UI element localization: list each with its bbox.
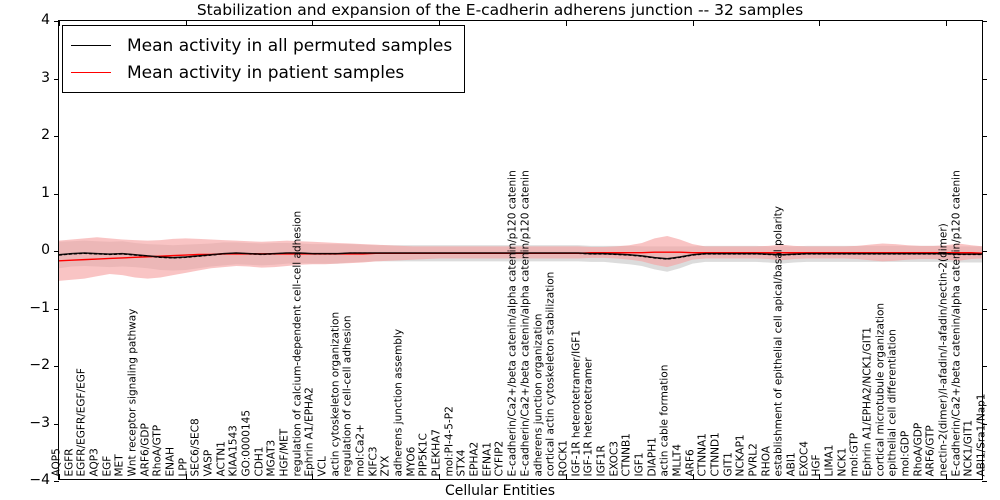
- y-axis-tick-labels: −4 −3 −2 −1 0 1 2 3 4: [0, 0, 58, 500]
- y-tick-label: 1: [41, 184, 50, 201]
- y-tick-label: −2: [29, 357, 50, 373]
- x-axis-tick: [819, 474, 821, 479]
- legend-swatch-permuted: [71, 45, 111, 46]
- x-axis-tick: [59, 21, 60, 26]
- legend-label-patient: Mean activity in patient samples: [127, 62, 405, 83]
- x-axis-tick: [312, 21, 314, 26]
- legend: Mean activity in all permuted samples Me…: [62, 25, 466, 93]
- x-axis-tick: [185, 21, 187, 26]
- y-tick-label: 0: [41, 242, 50, 258]
- y-axis-tick: [54, 308, 59, 310]
- confidence-band: [59, 236, 982, 281]
- y-axis-tick: [54, 366, 59, 367]
- y-tick-label: −1: [29, 299, 50, 316]
- x-axis-tick: [312, 474, 314, 479]
- y-axis-tick: [982, 21, 987, 22]
- x-axis-tick: [565, 474, 567, 479]
- y-tick-label: 2: [41, 127, 50, 143]
- series-line: [59, 252, 982, 260]
- y-axis-tick: [54, 481, 59, 482]
- plot-clip: [59, 21, 982, 479]
- y-tick-label: 3: [41, 69, 50, 86]
- legend-swatch-patient: [71, 72, 111, 73]
- x-axis-tick: [439, 474, 441, 479]
- x-axis-tick: [692, 21, 694, 26]
- plot-svg: [59, 236, 982, 281]
- y-tick-label: −4: [29, 472, 50, 488]
- plot-area: [54, 20, 987, 482]
- x-axis-tick: [945, 474, 947, 479]
- y-axis-tick: [982, 423, 987, 425]
- x-axis-tick: [59, 474, 60, 479]
- y-axis-tick: [982, 136, 987, 137]
- x-axis-tick: [692, 474, 694, 479]
- y-tick-label: −3: [29, 414, 50, 431]
- legend-item[interactable]: Mean activity in patient samples: [71, 59, 452, 86]
- y-axis-tick: [54, 21, 59, 22]
- y-axis-tick: [982, 251, 987, 252]
- legend-item[interactable]: Mean activity in all permuted samples: [71, 32, 452, 59]
- y-axis-tick: [54, 78, 59, 80]
- x-axis-tick: [185, 474, 187, 479]
- y-axis-tick: [54, 423, 59, 425]
- page-title: Stabilization and expansion of the E-cad…: [196, 1, 804, 19]
- x-axis-tick: [945, 21, 947, 26]
- y-axis-tick: [982, 366, 987, 367]
- y-axis-tick: [54, 193, 59, 195]
- x-axis-tick: [439, 21, 441, 26]
- x-axis-tick: [819, 21, 821, 26]
- y-axis-tick: [982, 481, 987, 482]
- y-tick-label: 4: [41, 12, 50, 28]
- y-axis-tick: [982, 193, 987, 195]
- y-axis-tick: [54, 251, 59, 252]
- y-axis-tick: [982, 308, 987, 310]
- legend-label-permuted: Mean activity in all permuted samples: [127, 35, 453, 56]
- x-axis-tick: [565, 21, 567, 26]
- x-axis-title: Cellular Entities: [444, 483, 556, 499]
- y-axis-tick: [54, 136, 59, 137]
- y-axis-tick: [982, 78, 987, 80]
